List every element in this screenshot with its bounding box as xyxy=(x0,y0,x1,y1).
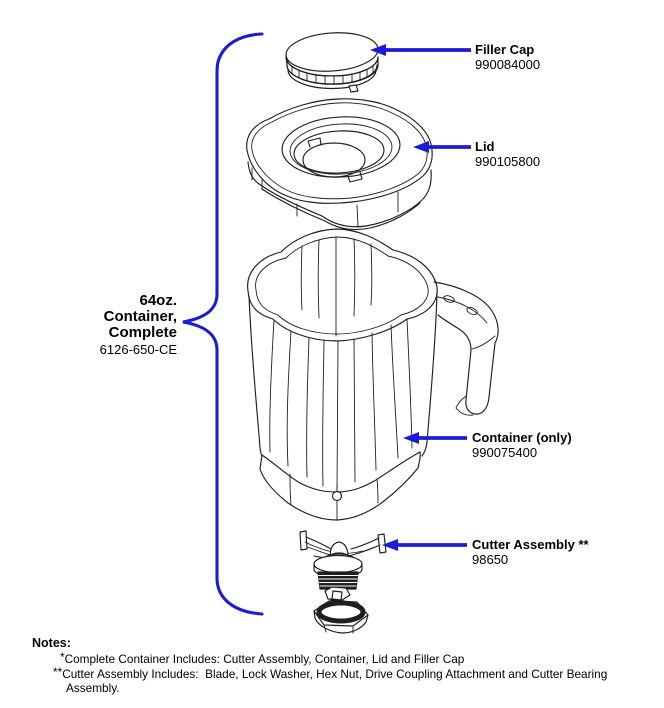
bracket-label-line: Container, xyxy=(103,308,177,325)
part-name: Container (only) xyxy=(472,430,572,445)
arrow-to-filler-cap xyxy=(370,44,471,56)
label-container: Container (only) 990075400 xyxy=(472,431,572,460)
bracket-label-line: Complete xyxy=(108,324,177,341)
note-complete-container: *Complete Container Includes: Cutter Ass… xyxy=(32,650,638,667)
bracket-label-line: 64oz. xyxy=(139,292,177,309)
label-filler-cap: Filler Cap 990084000 xyxy=(475,43,540,72)
filler-cap-drawing xyxy=(285,32,379,93)
part-name: Filler Cap xyxy=(475,42,535,57)
note-cutter-assembly-cont: Assembly. xyxy=(32,681,638,696)
arrow-to-container xyxy=(403,432,467,444)
arrow-head xyxy=(403,432,419,444)
cutter-assembly-drawing xyxy=(299,530,387,609)
notes-section: Notes: *Complete Container Includes: Cut… xyxy=(32,636,638,696)
part-name: Cutter Assembly ** xyxy=(472,537,589,552)
part-number: 98650 xyxy=(472,552,509,567)
note-text: Assembly. xyxy=(66,681,120,695)
note-marker: * xyxy=(60,650,65,664)
bracket-part-number: 6126-650-CE xyxy=(99,342,177,357)
lid-drawing xyxy=(246,98,433,231)
arrow-to-cutter-assembly xyxy=(382,539,467,551)
part-number: 990105800 xyxy=(475,154,541,169)
part-number: 990084000 xyxy=(475,57,541,72)
line-art xyxy=(246,32,499,634)
arrow-head xyxy=(413,141,429,153)
notes-heading: Notes: xyxy=(32,636,71,650)
container-drawing xyxy=(247,228,499,521)
note-cutter-assembly: **Cutter Assembly Includes: Blade, Lock … xyxy=(32,664,638,682)
arrow-head xyxy=(370,44,386,56)
note-marker: ** xyxy=(53,664,63,679)
arrow-to-lid xyxy=(413,141,471,153)
note-text: Complete Container Includes: Cutter Asse… xyxy=(64,652,465,666)
container-ribs xyxy=(269,318,413,492)
arrow-head xyxy=(382,539,398,551)
note-text: Cutter Assembly Includes: Blade, Lock Wa… xyxy=(62,666,608,681)
label-complete-container: 64oz. Container, Complete 6126-650-CE xyxy=(40,292,177,358)
label-cutter-assembly: Cutter Assembly ** 98650 xyxy=(472,538,589,567)
label-lid: Lid 990105800 xyxy=(475,140,540,169)
part-number: 990075400 xyxy=(472,445,538,460)
bracket-brace xyxy=(182,32,264,616)
part-name: Lid xyxy=(475,139,495,154)
retainer-nut-drawing xyxy=(313,600,369,634)
container-handle xyxy=(433,281,499,416)
